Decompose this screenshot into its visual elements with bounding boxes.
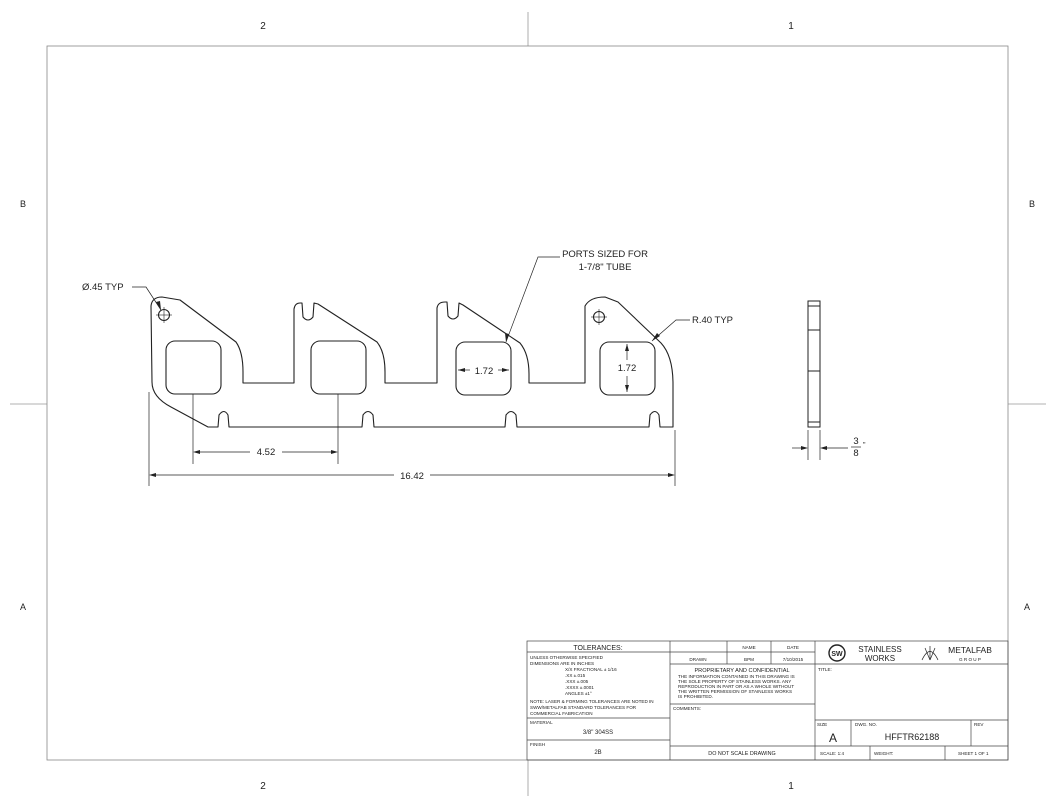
- tolerance-line: SWW/METALFAB STANDARD TOLERANCES FOR: [530, 705, 637, 710]
- dimensions: [132, 256, 690, 486]
- drawn-label: DRAWN: [689, 657, 706, 662]
- title-label: TITLE:: [818, 667, 832, 672]
- stainless-works-name-1: STAINLESS: [858, 645, 901, 654]
- tolerances-header: TOLERANCES:: [573, 645, 622, 652]
- weight-label: WEIGHT:: [874, 751, 893, 756]
- drawn-date: 7/10/2015: [783, 657, 804, 662]
- proprietary-line: IS PROHIBITED.: [678, 694, 713, 699]
- hole-diameter-callout: Ø.45 TYP: [82, 282, 124, 293]
- material-label: MATERIAL: [530, 720, 553, 725]
- dwg-number-value: HFFTR62188: [885, 732, 940, 742]
- material-value: 3/8" 304SS: [583, 730, 613, 736]
- date-header: DATE: [787, 645, 799, 650]
- finish-label: FINISH: [530, 742, 545, 747]
- zone-label-left-b: B: [20, 199, 26, 209]
- size-label: SIZE: [817, 722, 827, 727]
- bolt-centermarks: [156, 307, 607, 325]
- rev-label: REV: [974, 722, 984, 727]
- ports-callout-line1: PORTS SIZED FOR: [562, 249, 648, 260]
- zone-label-bottom-2: 2: [260, 781, 266, 792]
- proprietary-line: THE INFORMATION CONTAINED IN THIS DRAWIN…: [678, 674, 795, 679]
- thickness-dimension: [792, 430, 848, 460]
- port-width-dimension: 1.72: [475, 366, 494, 377]
- zone-ticks: [10, 12, 1046, 796]
- zone-label-bottom-1: 1: [788, 781, 794, 792]
- comments-label: COMMENTS:: [673, 706, 701, 711]
- proprietary-title: PROPRIETARY AND CONFIDENTIAL: [694, 668, 789, 674]
- sheet-label: SHEET 1 OF 1: [958, 751, 989, 756]
- thickness-denominator: 8: [853, 448, 858, 459]
- metalfab-name: METALFAB: [948, 645, 992, 655]
- flange-front-view: [150, 296, 674, 428]
- radius-callout: R.40 TYP: [692, 315, 733, 326]
- tolerance-line: DIMENSIONS ARE IN INCHES: [530, 661, 594, 666]
- zone-label-top-1: 1: [788, 21, 794, 32]
- metalfab-subtitle: G R O U P: [959, 657, 981, 662]
- drawn-name: BPM: [744, 657, 754, 662]
- zone-label-right-b: B: [1029, 199, 1035, 209]
- tolerance-line: ANGLES ±1°: [565, 691, 592, 696]
- exhaust-port-2: [310, 340, 367, 395]
- title-block-text: TOLERANCES: UNLESS OTHERWISE SPECIFIED D…: [530, 644, 992, 757]
- tolerance-line: COMMERCIAL FABRICATION: [530, 711, 593, 716]
- dwg-number-label: DWG. NO.: [855, 722, 877, 727]
- overall-length-dimension: 16.42: [400, 471, 424, 482]
- proprietary-line: THE WRITTEN PERMISSION OF STAINLESS WORK…: [678, 689, 792, 694]
- thickness-inch-mark: ": [863, 442, 866, 449]
- exhaust-port-4: [599, 341, 656, 396]
- port-spacing-dimension: 4.52: [257, 447, 276, 458]
- exhaust-port-3: [455, 341, 512, 396]
- flange-outline: [150, 296, 674, 428]
- exhaust-port-1: [165, 340, 222, 395]
- port-height-dimension: 1.72: [618, 363, 637, 374]
- zone-label-right-a: A: [1024, 602, 1030, 612]
- dimension-arrowheads: [149, 301, 675, 477]
- thickness-numerator: 3: [853, 436, 858, 447]
- tolerance-line: X/X FRACTIONAL ± 1/16: [565, 667, 617, 672]
- no-scale-note: DO NOT SCALE DRAWING: [708, 751, 775, 757]
- tolerance-line: .XXXX ±.0001: [565, 685, 594, 690]
- title-block: [526, 640, 1009, 761]
- tolerance-line: .XXX ±.005: [565, 679, 589, 684]
- ports-callout-line2: 1-7/8" TUBE: [579, 262, 632, 273]
- tolerance-line: .XX ±.015: [565, 673, 586, 678]
- scale-label: SCALE: 1:4: [820, 751, 844, 756]
- stainless-works-name-2: WORKS: [865, 654, 895, 663]
- flange-side-view: [807, 300, 821, 428]
- tolerance-line: NOTE: LASER & FORMING TOLERANCES ARE NOT…: [530, 699, 654, 704]
- proprietary-line: THE SOLE PROPERTY OF STAINLESS WORKS. AN…: [678, 679, 791, 684]
- stainless-works-logo-icon: [828, 644, 846, 662]
- tolerance-line: UNLESS OTHERWISE SPECIFIED: [530, 655, 604, 660]
- zone-label-top-2: 2: [260, 21, 266, 32]
- proprietary-line: REPRODUCTION IN PART OR AS A WHOLE WITHO…: [678, 684, 794, 689]
- finish-value: 2B: [594, 750, 601, 756]
- metalfab-logo-icon: [921, 646, 939, 661]
- thickness-arrowheads: [801, 446, 827, 450]
- zone-label-left-a: A: [20, 602, 26, 612]
- size-value: A: [829, 731, 837, 745]
- stainless-works-logo-letters: SW: [831, 651, 843, 658]
- name-header: NAME: [742, 645, 755, 650]
